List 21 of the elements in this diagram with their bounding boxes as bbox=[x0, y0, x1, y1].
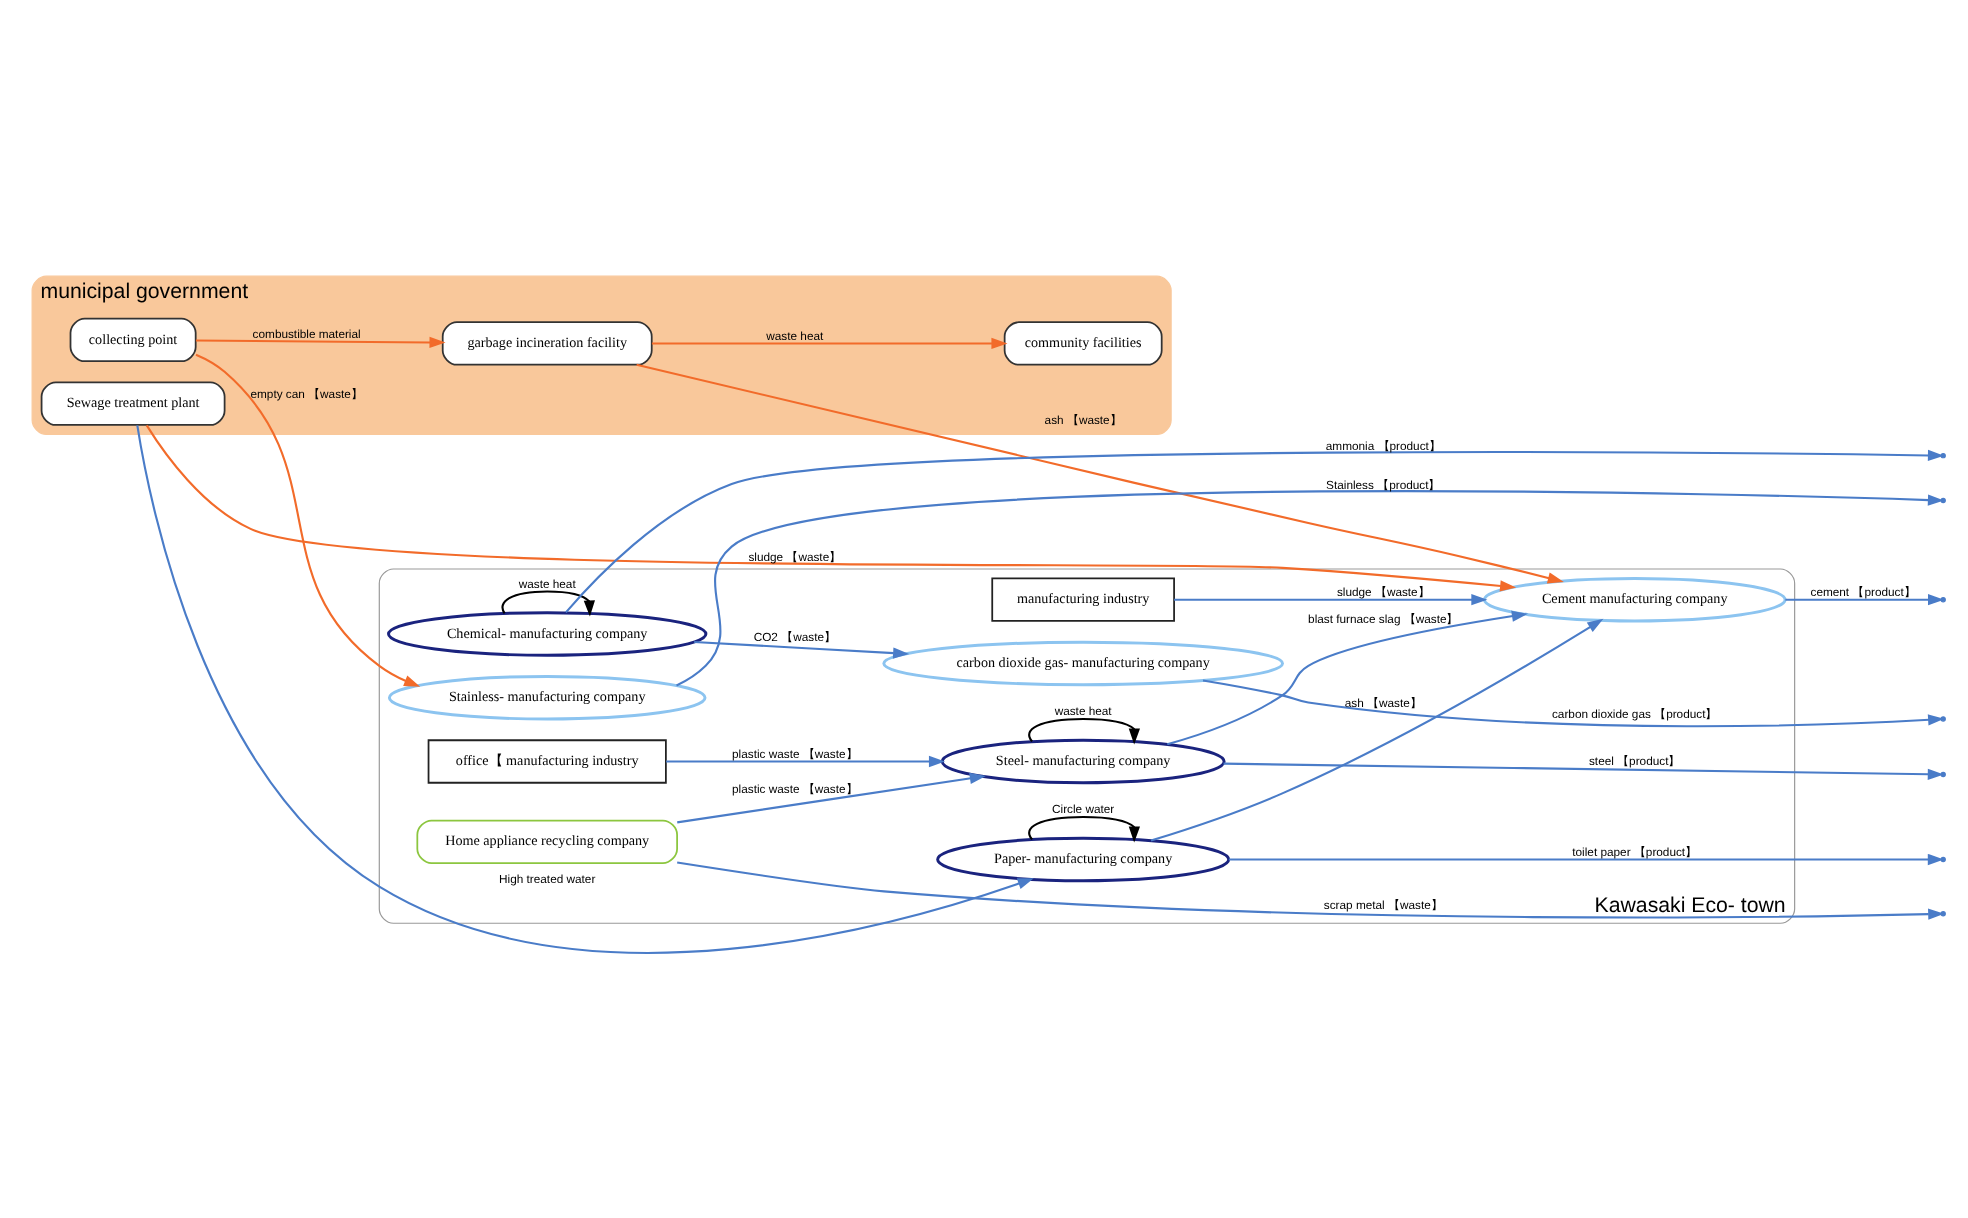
arrow bbox=[1150, 617, 1604, 841]
arrow bbox=[677, 860, 1945, 919]
arrow bbox=[666, 754, 946, 767]
arrow bbox=[1028, 814, 1140, 842]
arrow bbox=[1028, 716, 1140, 744]
arrow bbox=[1223, 761, 1944, 779]
arrow bbox=[501, 589, 595, 616]
arrow bbox=[195, 335, 446, 348]
arrow bbox=[677, 771, 986, 823]
arrow bbox=[1202, 678, 1945, 727]
arrow bbox=[1785, 593, 1945, 605]
arrow bbox=[1166, 609, 1528, 745]
arrow bbox=[694, 639, 910, 658]
arrow bbox=[676, 489, 1944, 686]
arrow bbox=[195, 352, 421, 686]
arrow bbox=[636, 362, 1564, 583]
arrow bbox=[651, 336, 1008, 349]
arrow bbox=[1228, 852, 1944, 865]
arrow bbox=[145, 423, 1517, 591]
arrow bbox=[1174, 593, 1488, 605]
arrow bbox=[136, 424, 1034, 953]
